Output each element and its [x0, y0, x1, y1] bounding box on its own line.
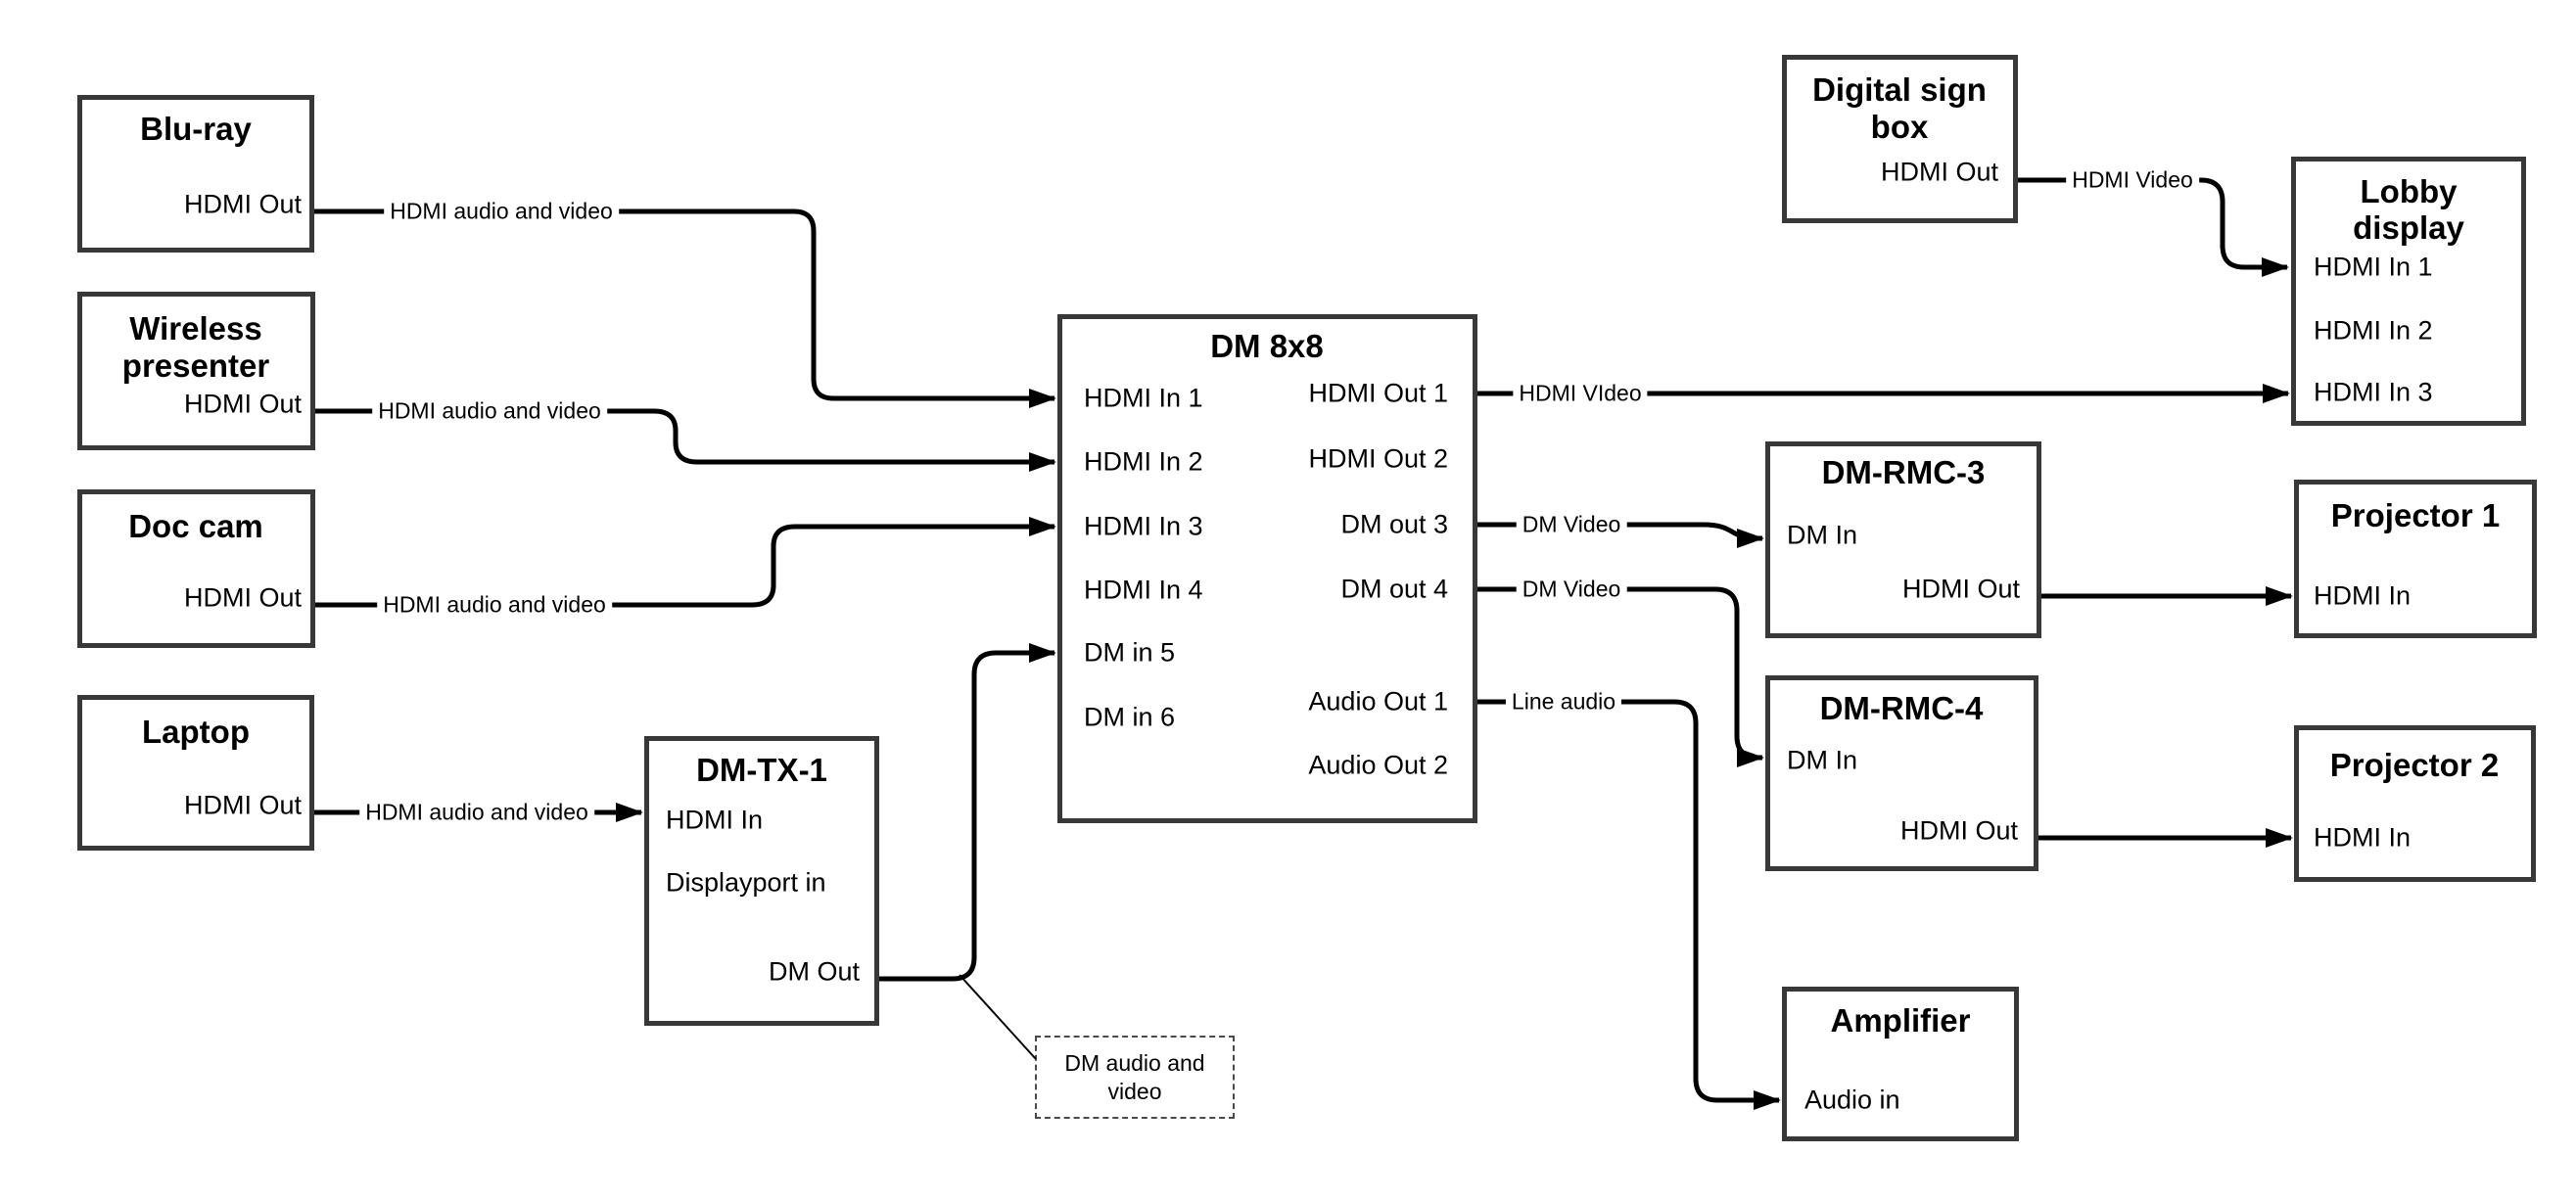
port-dm-tx-1-displayport-in: Displayport in [666, 867, 826, 898]
title-amplifier: Amplifier [1830, 1002, 1971, 1039]
port-dm8x8-dm-out-3: DM out 3 [1340, 509, 1448, 539]
wire-label-line-audio: Line audio [1505, 688, 1622, 716]
port-dm8x8-dm-out-4: DM out 4 [1340, 574, 1448, 604]
callout-leader-line [959, 974, 1037, 1060]
wire-dm-out-4-to-rmc-4 [1477, 586, 1764, 767]
port-lobby-hdmi-in-2: HDMI In 2 [2314, 315, 2433, 346]
wire-signbox-to-lobby [2018, 177, 2289, 277]
wire-label-dm-video-out4: DM Video [1516, 576, 1627, 603]
title-lobby-display-line2: display [2353, 209, 2464, 246]
wire-wireless-to-hdmi-in-2 [315, 408, 1056, 472]
port-rmc3-hdmi-out: HDMI Out [1901, 574, 2020, 604]
title-digital-sign-box-line1: Digital sign [1812, 71, 1987, 108]
title-digital-sign-box-line2: box [1870, 109, 1929, 145]
wire-label-dm-video-out3: DM Video [1516, 511, 1627, 538]
callout-text-line2: video [1107, 1078, 1162, 1104]
node-projector-2 [2294, 725, 2536, 882]
wire-doccam-to-hdmi-in-3 [315, 517, 1056, 608]
node-bluray [77, 95, 314, 253]
title-dm-rmc-4: DM-RMC-4 [1819, 690, 1984, 726]
wire-dm-tx-1-to-dm-in-5 [879, 643, 1056, 982]
wire-label-wireless: HDMI audio and video [372, 397, 607, 425]
callout-text-line1: DM audio and [1064, 1049, 1205, 1076]
node-amplifier [1782, 987, 2019, 1141]
wire-bluray-to-hdmi-in-1 [314, 208, 1056, 408]
node-laptop [77, 695, 314, 851]
title-laptop: Laptop [142, 714, 250, 750]
wire-label-hdmi-video-signbox: HDMI Video [2066, 166, 2199, 194]
node-doc-cam [77, 489, 315, 648]
port-dm8x8-audio-out-1: Audio Out 1 [1308, 686, 1448, 716]
port-dm8x8-audio-out-2: Audio Out 2 [1308, 750, 1448, 780]
port-dm8x8-hdmi-in-1: HDMI In 1 [1084, 383, 1203, 413]
port-dm8x8-dm-in-5: DM in 5 [1084, 637, 1176, 668]
port-rmc4-hdmi-out: HDMI Out [1899, 815, 2018, 846]
node-dm-rmc-3 [1765, 441, 2041, 638]
callout-dm-audio-and-video: DM audio and video [1035, 1036, 1235, 1119]
port-dm-tx-1-dm-out: DM Out [768, 956, 860, 987]
node-digital-sign-box [1782, 55, 2018, 223]
title-dm-rmc-3: DM-RMC-3 [1821, 454, 1986, 490]
title-dm-8x8: DM 8x8 [1210, 328, 1324, 364]
title-wireless-line2: presenter [121, 347, 270, 384]
port-rmc3-dm-in: DM In [1787, 520, 1858, 550]
port-dm8x8-dm-in-6: DM in 6 [1084, 702, 1176, 732]
port-doccam-hdmi-out: HDMI Out [183, 582, 302, 613]
port-rmc4-dm-in: DM In [1787, 745, 1858, 775]
node-wireless-presenter [77, 292, 315, 450]
title-bluray: Blu-ray [140, 111, 252, 147]
port-dm8x8-hdmi-out-2: HDMI Out 2 [1308, 443, 1448, 474]
node-lobby-display [2291, 157, 2526, 426]
node-dm-tx-1 [644, 736, 879, 1026]
port-lobby-hdmi-in-3: HDMI In 3 [2314, 377, 2433, 407]
node-dm-8x8 [1057, 314, 1477, 823]
wire-audio-out-1-to-amplifier [1477, 699, 1781, 1110]
port-dm8x8-hdmi-in-2: HDMI In 2 [1084, 446, 1203, 477]
port-projector-1-hdmi-in: HDMI In [2314, 580, 2412, 611]
port-amplifier-audio-in: Audio in [1804, 1085, 1900, 1115]
title-dm-tx-1: DM-TX-1 [696, 752, 827, 788]
title-doc-cam: Doc cam [128, 508, 263, 544]
port-dm-tx-1-hdmi-in: HDMI In [666, 805, 764, 835]
node-dm-rmc-4 [1765, 675, 2038, 871]
title-wireless-line1: Wireless [129, 310, 262, 346]
wire-label-doccam: HDMI audio and video [377, 591, 612, 619]
port-dm8x8-hdmi-in-3: HDMI In 3 [1084, 511, 1203, 541]
port-lobby-hdmi-in-1: HDMI In 1 [2314, 252, 2433, 282]
wire-dm-out-3-to-rmc-3 [1477, 522, 1764, 548]
title-projector-1: Projector 1 [2330, 497, 2501, 533]
port-dm8x8-hdmi-out-1: HDMI Out 1 [1308, 378, 1448, 408]
wire-label-hdmi-video-out1: HDMI VIdeo [1513, 380, 1648, 407]
title-projector-2: Projector 2 [2329, 747, 2500, 783]
port-signbox-hdmi-out: HDMI Out [1880, 157, 1998, 187]
port-projector-2-hdmi-in: HDMI In [2314, 822, 2412, 853]
title-lobby-display-line1: Lobby [2360, 173, 2458, 209]
node-projector-1 [2294, 480, 2537, 638]
wire-label-laptop: HDMI audio and video [359, 799, 594, 826]
port-bluray-hdmi-out: HDMI Out [183, 189, 302, 219]
port-dm8x8-hdmi-in-4: HDMI In 4 [1084, 575, 1203, 605]
wire-label-bluray: HDMI audio and video [384, 198, 619, 225]
port-wireless-hdmi-out: HDMI Out [183, 389, 302, 419]
port-laptop-hdmi-out: HDMI Out [183, 790, 302, 820]
